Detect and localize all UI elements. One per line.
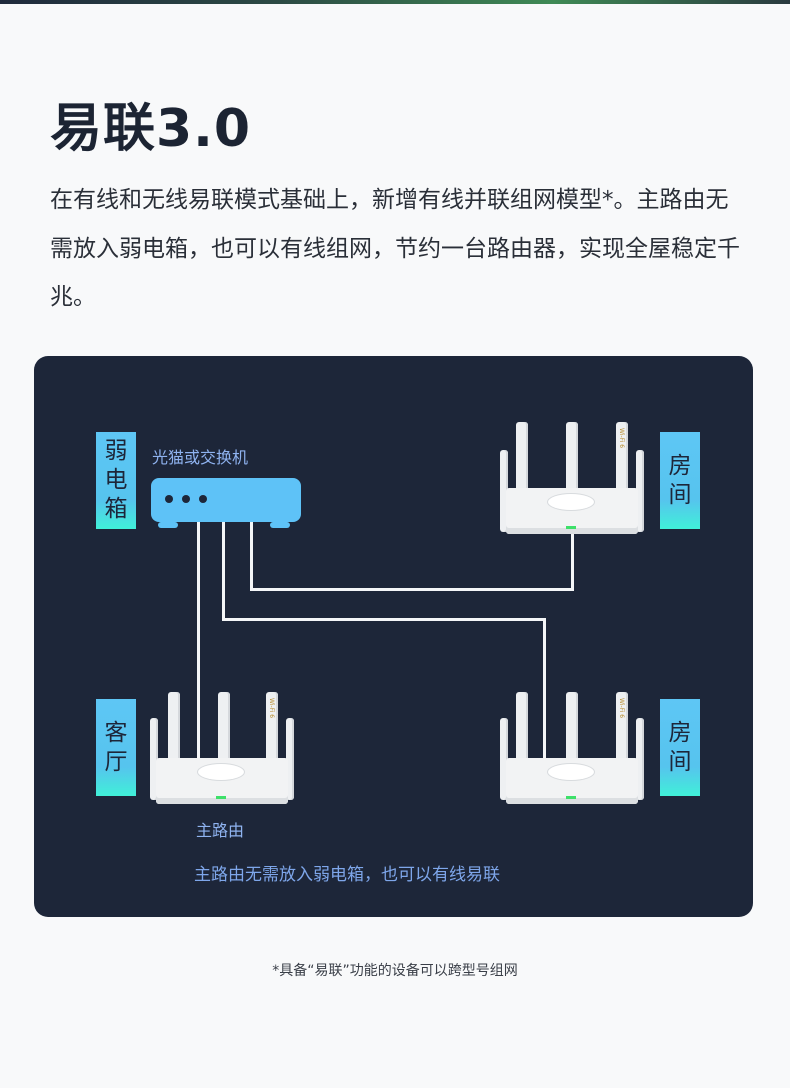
cable-to-top-room-v2 [571, 530, 574, 591]
antenna: Wi-Fi 6 [616, 692, 628, 776]
antenna [516, 422, 528, 506]
router-bottom-room: Wi-Fi 6 [500, 688, 644, 808]
cable-to-bottom-room-v2 [543, 618, 546, 768]
cable-to-top-room-v1 [250, 522, 253, 590]
antenna [636, 718, 644, 800]
antenna: Wi-Fi 6 [266, 692, 278, 776]
wifi6-logo: Wi-Fi 6 [618, 428, 625, 449]
status-dot [199, 495, 207, 503]
cable-to-main-router [197, 522, 200, 767]
tag-room-bottom: 房 间 [660, 699, 700, 796]
antenna [566, 422, 578, 506]
antenna [566, 692, 578, 776]
diagram-caption: 主路由无需放入弱电箱，也可以有线易联 [194, 865, 500, 885]
switch-foot [158, 522, 178, 528]
antenna [218, 692, 230, 776]
switch-label: 光猫或交换机 [152, 448, 249, 467]
page-description: 在有线和无线易联模式基础上，新增有线并联组网模型*。主路由无需放入弱电箱，也可以… [50, 187, 740, 310]
switch-foot [270, 522, 290, 528]
router-top-disc [198, 764, 244, 780]
wifi6-logo: Wi-Fi 6 [618, 698, 625, 719]
router-led [566, 796, 576, 799]
tag-weak-electric-box: 弱 电 箱 [96, 432, 136, 529]
antenna [286, 718, 294, 800]
tag-living-room: 客 厅 [96, 699, 136, 796]
status-dot [165, 495, 173, 503]
status-dot [182, 495, 190, 503]
cable-to-bottom-room-v1 [222, 522, 225, 620]
router-led [216, 796, 226, 799]
top-banner-strip [0, 0, 790, 4]
router-top-disc [548, 764, 594, 780]
wifi6-logo: Wi-Fi 6 [268, 698, 275, 719]
antenna [168, 692, 180, 776]
footnote: *具备“易联”功能的设备可以跨型号组网 [272, 963, 518, 979]
antenna [500, 450, 508, 532]
modem-switch-device [151, 478, 301, 522]
antenna [150, 718, 158, 800]
antenna: Wi-Fi 6 [616, 422, 628, 506]
antenna [516, 692, 528, 776]
main-router-label: 主路由 [196, 821, 245, 840]
main-router: Wi-Fi 6 [150, 688, 294, 808]
cable-to-bottom-room-h [222, 618, 545, 621]
router-led [566, 526, 576, 529]
cable-to-top-room-h [250, 588, 573, 591]
antenna [636, 450, 644, 532]
network-diagram-panel: 弱 电 箱 光猫或交换机 Wi-Fi 6 房 间 客 厅 Wi-Fi 6 主路由 [34, 356, 753, 917]
router-top-disc [548, 494, 594, 510]
router-top-room: Wi-Fi 6 [500, 418, 644, 538]
antenna [500, 718, 508, 800]
page-title: 易联3.0 [50, 99, 252, 159]
tag-room-top: 房 间 [660, 432, 700, 529]
